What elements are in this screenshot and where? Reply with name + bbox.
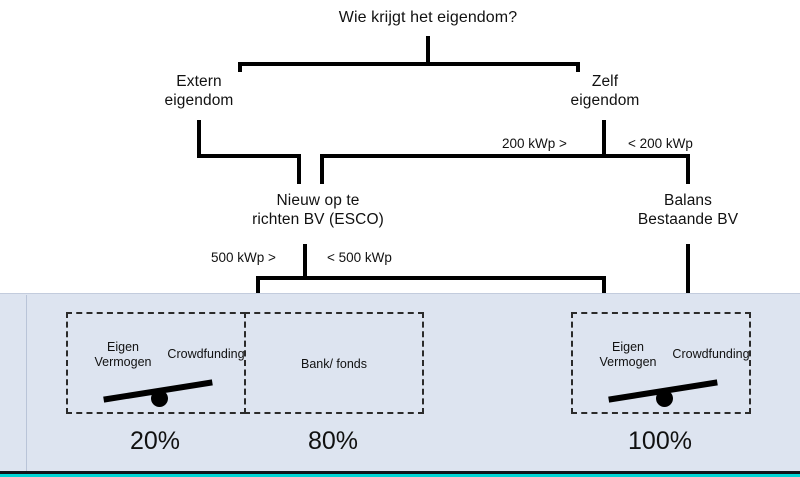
node-extern-eigendom: Extern eigendom	[164, 73, 234, 109]
node-esco: Nieuw op te richten BV (ESCO)	[252, 192, 384, 228]
node-zelf-eigendom: Zelf eigendom	[570, 73, 640, 109]
connector-esco-stem	[303, 244, 307, 278]
node-root-question: Wie krijgt het eigendom?	[338, 9, 518, 26]
connector-500kwp-right-drop	[602, 276, 606, 296]
edge-label-500kwp-gt: 500 kWp >	[211, 250, 276, 265]
label-bank-fonds: Bank/ fonds	[300, 357, 367, 371]
label-crowdfunding-right: Crowdfunding	[672, 347, 750, 361]
seesaw-graphic-right	[608, 376, 718, 408]
financing-box-bank-fonds: Bank/ fonds	[244, 312, 424, 414]
connector-500kwp-left-drop	[256, 276, 260, 296]
band-bottom-rule	[0, 471, 800, 474]
percentage-100: 100%	[628, 427, 692, 455]
connector-level1-bar	[238, 62, 580, 66]
financieringsmix-band: FINANCIERINGSMIX Eigen Vermogen Crowdfun…	[0, 293, 800, 472]
percentage-20: 20%	[129, 427, 181, 455]
seesaw-fulcrum-icon	[656, 390, 673, 407]
connector-esco-in-left	[297, 154, 301, 184]
band-accent-rule	[0, 474, 800, 477]
connector-root-stem	[426, 36, 430, 66]
connector-esco-in-right	[320, 154, 324, 184]
seesaw-fulcrum-icon	[151, 390, 168, 407]
connector-extern-stem	[197, 120, 201, 158]
connector-balans-to-band	[686, 244, 690, 296]
financing-box-equity-crowdfunding-left: Eigen Vermogen Crowdfunding	[66, 312, 246, 414]
financieringsmix-label-divider	[26, 295, 27, 472]
percentage-80: 80%	[307, 427, 359, 455]
label-eigen-vermogen-left: Eigen Vermogen	[94, 340, 152, 369]
connector-extern-elbow	[197, 154, 301, 158]
label-crowdfunding-left: Crowdfunding	[167, 347, 245, 361]
seesaw-graphic-left	[103, 376, 213, 408]
edge-label-500kwp-lt: < 500 kWp	[327, 250, 392, 265]
connector-zelf-stem	[602, 120, 606, 158]
edge-label-200kwp-gt: 200 kWp >	[502, 136, 567, 151]
edge-label-200kwp-lt: < 200 kWp	[628, 136, 693, 151]
connector-level1-left-drop	[238, 62, 242, 72]
node-balans-bestaande-bv: Balans Bestaande BV	[637, 192, 739, 228]
connector-balans-drop	[686, 154, 690, 184]
connector-500kwp-bar	[256, 276, 606, 280]
label-eigen-vermogen-right: Eigen Vermogen	[599, 340, 657, 369]
connector-200kwp-bar	[320, 154, 690, 158]
financing-box-equity-crowdfunding-right: Eigen Vermogen Crowdfunding	[571, 312, 751, 414]
connector-level1-right-drop	[576, 62, 580, 72]
